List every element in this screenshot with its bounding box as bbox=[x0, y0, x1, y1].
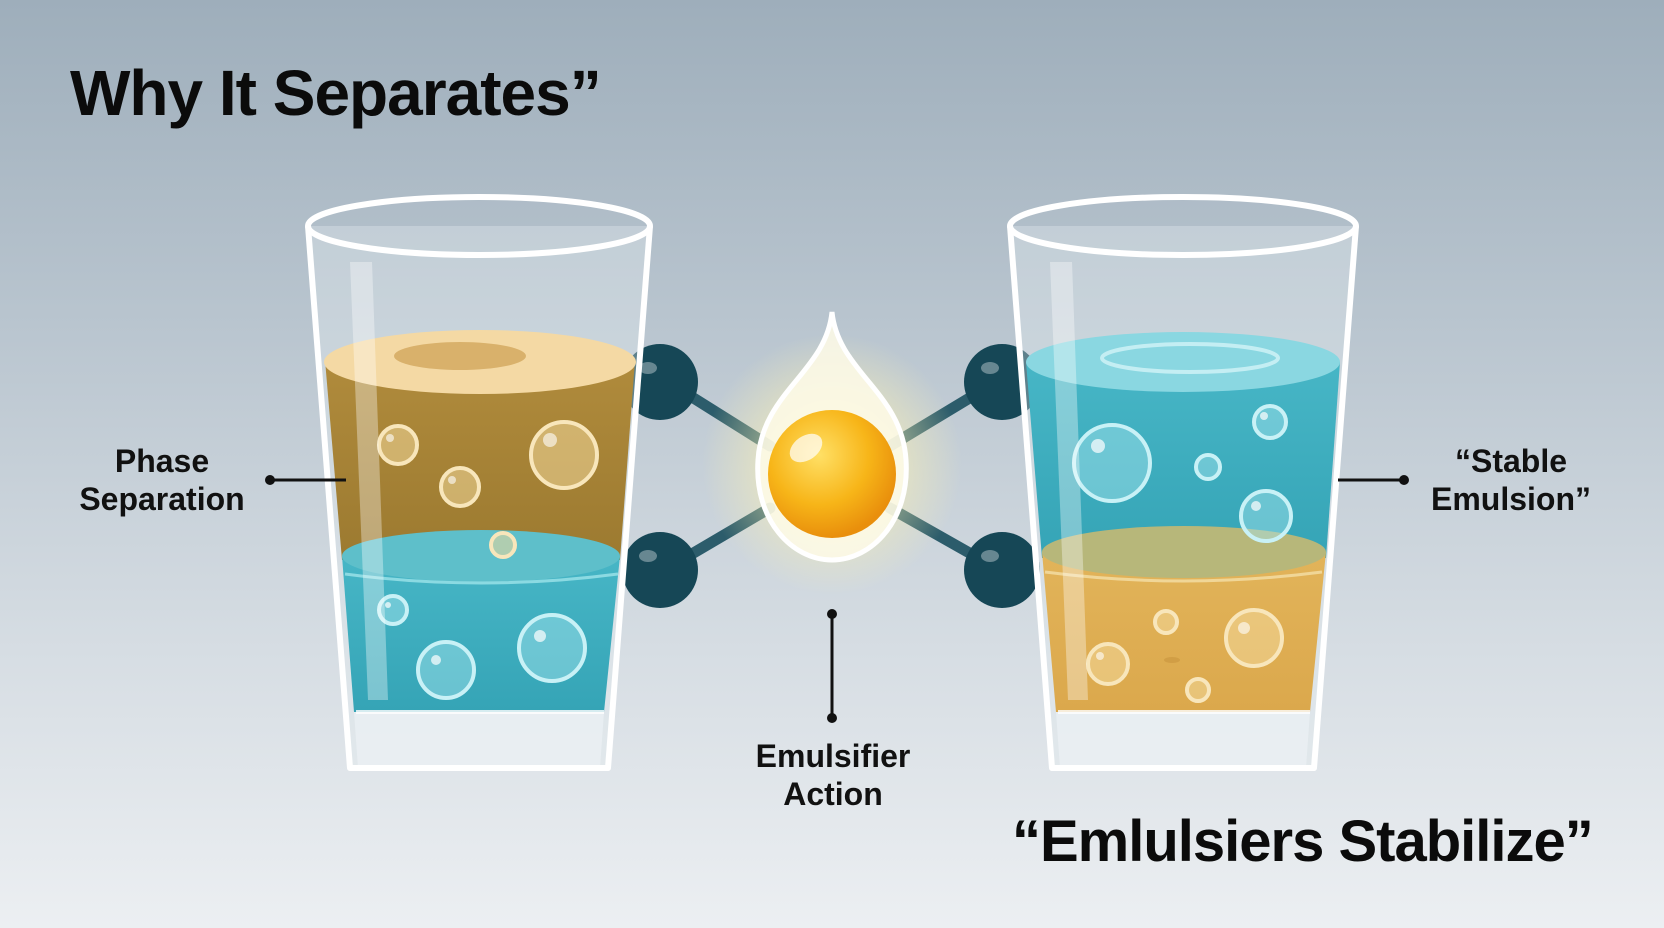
glass-separated-layers-icon bbox=[305, 194, 653, 771]
label-line: “Stable bbox=[1454, 443, 1568, 479]
emulsifier-droplet-icon bbox=[702, 311, 962, 594]
emulsifier-action-label: Emulsifier Action bbox=[730, 737, 936, 813]
molecule-node-icon bbox=[964, 532, 1040, 608]
callout-lines bbox=[270, 478, 1404, 718]
glass-stable-emulsion-icon bbox=[1007, 194, 1359, 771]
label-line: Emulsifier bbox=[755, 738, 911, 774]
label-line: Separation bbox=[79, 481, 245, 517]
bottom-caption: “Emlulsiers Stabilize” bbox=[1012, 809, 1594, 874]
stable-emulsion-label: “Stable Emulsion” bbox=[1408, 442, 1614, 518]
molecule-node-icon bbox=[622, 532, 698, 608]
label-line: Emulsion” bbox=[1430, 481, 1591, 517]
page-title: Why It Separates” bbox=[70, 57, 602, 129]
phase-separation-label: Phase Separation bbox=[68, 442, 256, 518]
label-line: Action bbox=[783, 776, 883, 812]
label-line: Phase bbox=[114, 443, 210, 479]
